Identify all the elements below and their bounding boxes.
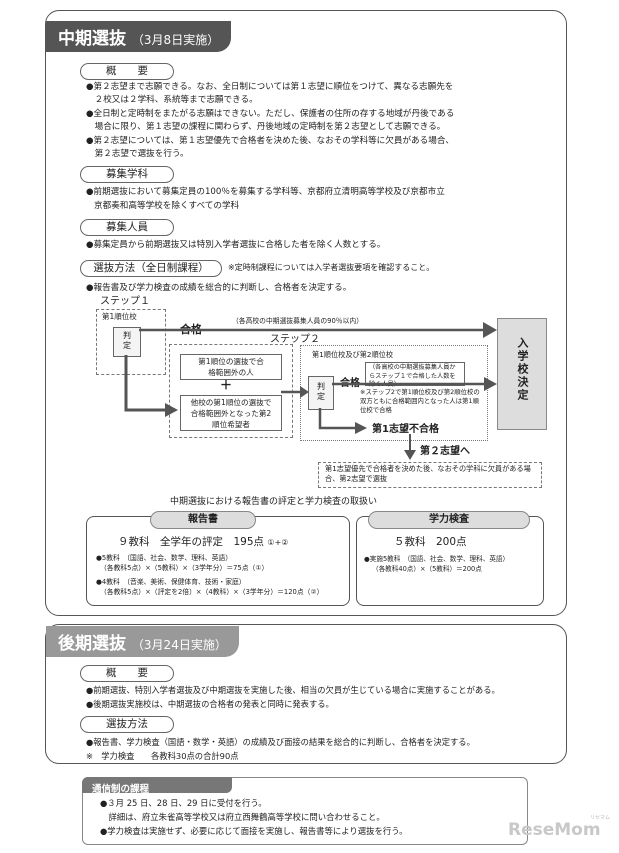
- step2-head: 第1順位校及び第2順位校: [312, 350, 394, 359]
- rank1-out-box: 第1順位の選抜で合格範囲外の人: [180, 354, 282, 380]
- resemom-logo-kana: リセマム: [590, 815, 611, 821]
- corr-line-1: ●３月 25 日、28 日、29 日に受付を行う。: [100, 798, 267, 808]
- mid-overview-line-2: ２校又は２学科、系統等まで志願できる。: [86, 95, 258, 105]
- second-note-text: 第1志望優先で合格者を決めた後、なおその学科に欠員がある場合、第2志望で選抜: [325, 464, 531, 483]
- other-rank1-box: 他校の第1順位の選抜で合格範囲外となった第2順位希望者: [180, 395, 282, 431]
- exam-label-box: 学力検査: [368, 511, 530, 529]
- step2-star-note: ※ステップ2で第1順位校及び第2順位校の双方ともに合格範囲内となった人は第1順位…: [360, 388, 480, 414]
- step2-pass-note-box: （各高校の中期選抜募集人員からステップ１で合格した人数を除く人員）: [365, 362, 465, 388]
- mid-title: 中期選抜: [58, 29, 126, 49]
- step1-judge-text: 判定: [123, 331, 131, 350]
- mid-recruit-num-text: ●募集定員から前期選抜又は特別入学者選抜に合格した者を除く人数とする。: [86, 240, 386, 250]
- mid-overview-line-4: 場合に限り、第１志望の課程に関わらず、丹後地域の定時制を第２志望として志願できる…: [86, 122, 446, 132]
- step1-region: [96, 309, 166, 375]
- report-label: 報告書: [188, 514, 218, 525]
- step1-label: ステップ１: [100, 296, 150, 307]
- exam-line-1: ●実施5教科 （国語、社会、数学、理科、英語）: [364, 555, 510, 563]
- report-circles: ①+②: [267, 538, 289, 547]
- rank1-out-text: 第1順位の選抜で合格範囲外の人: [198, 357, 264, 377]
- corr-section-frame: [82, 777, 528, 845]
- other-rank1-text: 他校の第1順位の選抜で合格範囲外となった第2順位希望者: [190, 398, 272, 429]
- late-overview-label: 概 要: [80, 665, 174, 682]
- late-section-frame: [45, 624, 567, 764]
- mid-date: （3月8日実施）: [131, 33, 220, 47]
- mid-section-frame: [45, 10, 567, 616]
- exam-line-2: （各教科40点）×（5教科）＝200点: [372, 565, 482, 573]
- mid-overview-line-3: ●全日制と定時制をまたがる志願はできない。ただし、保護者の住所の存する地域が丹後…: [86, 109, 455, 119]
- corr-line-3: ●学力検査は実施せず、必要に応じて面接を実施し、報告書等により選抜を行う。: [100, 826, 408, 836]
- late-title-tab: 後期選抜 （3月24日実施）: [46, 626, 239, 657]
- mid-method-text: ●報告書及び学力検査の成績を総合的に判断し、合格者を決定する。: [86, 283, 352, 293]
- step1-box-label: 第1順位校: [102, 312, 137, 321]
- corr-line-2: 詳細は、府立朱雀高等学校又は府立西舞鶴高等学校に問い合わせること。: [100, 812, 385, 822]
- plus-sign: ＋: [220, 378, 233, 392]
- enroll-box: 入学校決定: [497, 318, 547, 430]
- mid-overview-line-5: ●第２志望については、第１志望優先で合格者を決めた後、なおその学科等に欠員がある…: [86, 136, 455, 146]
- step2-judge-text: 判定: [317, 382, 325, 401]
- resemom-logo-text: ReseMom: [508, 820, 601, 840]
- report-line-2: （各教科5点）×（5教科）×（3学年分）＝75点（①）: [100, 564, 269, 572]
- late-method-line-1: ●報告書、学力検査（国語・数学・英語）の成績及び面接の結果を総合的に判断し、合格…: [86, 737, 475, 747]
- fail1-text: 第1志望不合格: [372, 424, 439, 435]
- late-overview-line-1: ●前期選抜、特別入学者選抜及び中期選抜を実施した後、相当の欠員が生じている場合に…: [86, 685, 500, 695]
- late-overview-line-2: ●後期選抜実施校は、中期選抜の合格者の発表と同時に発表する。: [86, 699, 334, 709]
- late-title: 後期選抜: [58, 634, 126, 654]
- mid-recruit-dept-line-1: ●前期選抜において募集定員の100％を募集する学科等、京都府立清明高等学校及び京…: [86, 187, 445, 197]
- second-note-box: 第1志望優先で合格者を決めた後、なおその学科に欠員がある場合、第2志望で選抜: [318, 462, 542, 488]
- late-method-line-2: ※ 学力検査 各教科30点の合計90点: [86, 751, 239, 761]
- corr-title: 通信制の課程: [92, 784, 150, 795]
- eval-title: 中期選抜における報告書の評定と学力検査の取扱い: [170, 497, 378, 507]
- late-date: （3月24日実施）: [131, 638, 227, 652]
- mid-overview-line-6: 第２志望で選抜を行う。: [86, 149, 189, 159]
- resemom-logo: ReseMom: [508, 820, 601, 840]
- mid-recruit-dept-line-2: 京都奏和高等学校を除くすべての学科: [94, 201, 240, 211]
- step2-label: ステップ２: [270, 334, 320, 345]
- report-line-3: ●4教科 （音楽、美術、保健体育、技術・家庭）: [96, 578, 246, 586]
- mid-title-tab: 中期選抜 （3月8日実施）: [46, 21, 232, 52]
- step1-judge-box: 判定: [113, 327, 141, 357]
- report-main: ９教科 全学年の評定 195点 ①+②: [118, 536, 288, 550]
- exam-main: ５教科 200点: [394, 536, 467, 548]
- report-label-box: 報告書: [150, 511, 256, 529]
- mid-overview-line-1: ●第２志望まで志願できる。なお、全日制については第１志望に順位をつけて、異なる志…: [86, 82, 454, 92]
- late-method-label: 選抜方法: [80, 716, 174, 733]
- step1-pass-note: （各高校の中期選抜募集人員の90％以内）: [232, 317, 363, 325]
- mid-recruit-num-label: 募集人員: [80, 219, 174, 236]
- report-line-1: ●5教科 （国語、社会、数学、理科、英語）: [96, 554, 232, 562]
- corr-title-box: 通信制の課程: [82, 777, 232, 795]
- mid-recruit-dept-label: 募集学科: [80, 166, 174, 183]
- mid-method-note: ※定時制課程については入学者選抜要項を確認すること。: [228, 263, 435, 272]
- exam-panel: [356, 516, 544, 606]
- report-panel: [86, 516, 350, 606]
- mid-method-label: 選抜方法（全日制課程）: [80, 260, 222, 277]
- to2-text: 第２志望へ: [420, 446, 470, 457]
- report-main-text: ９教科 全学年の評定 195点: [118, 536, 265, 548]
- report-line-4: （各教科5点）×（評定を2倍）×（4教科）×（3学年分）＝120点（②）: [100, 588, 324, 596]
- exam-label: 学力検査: [429, 514, 469, 525]
- enroll-text: 入学校決定: [516, 337, 529, 402]
- mid-overview-label: 概 要: [80, 63, 174, 80]
